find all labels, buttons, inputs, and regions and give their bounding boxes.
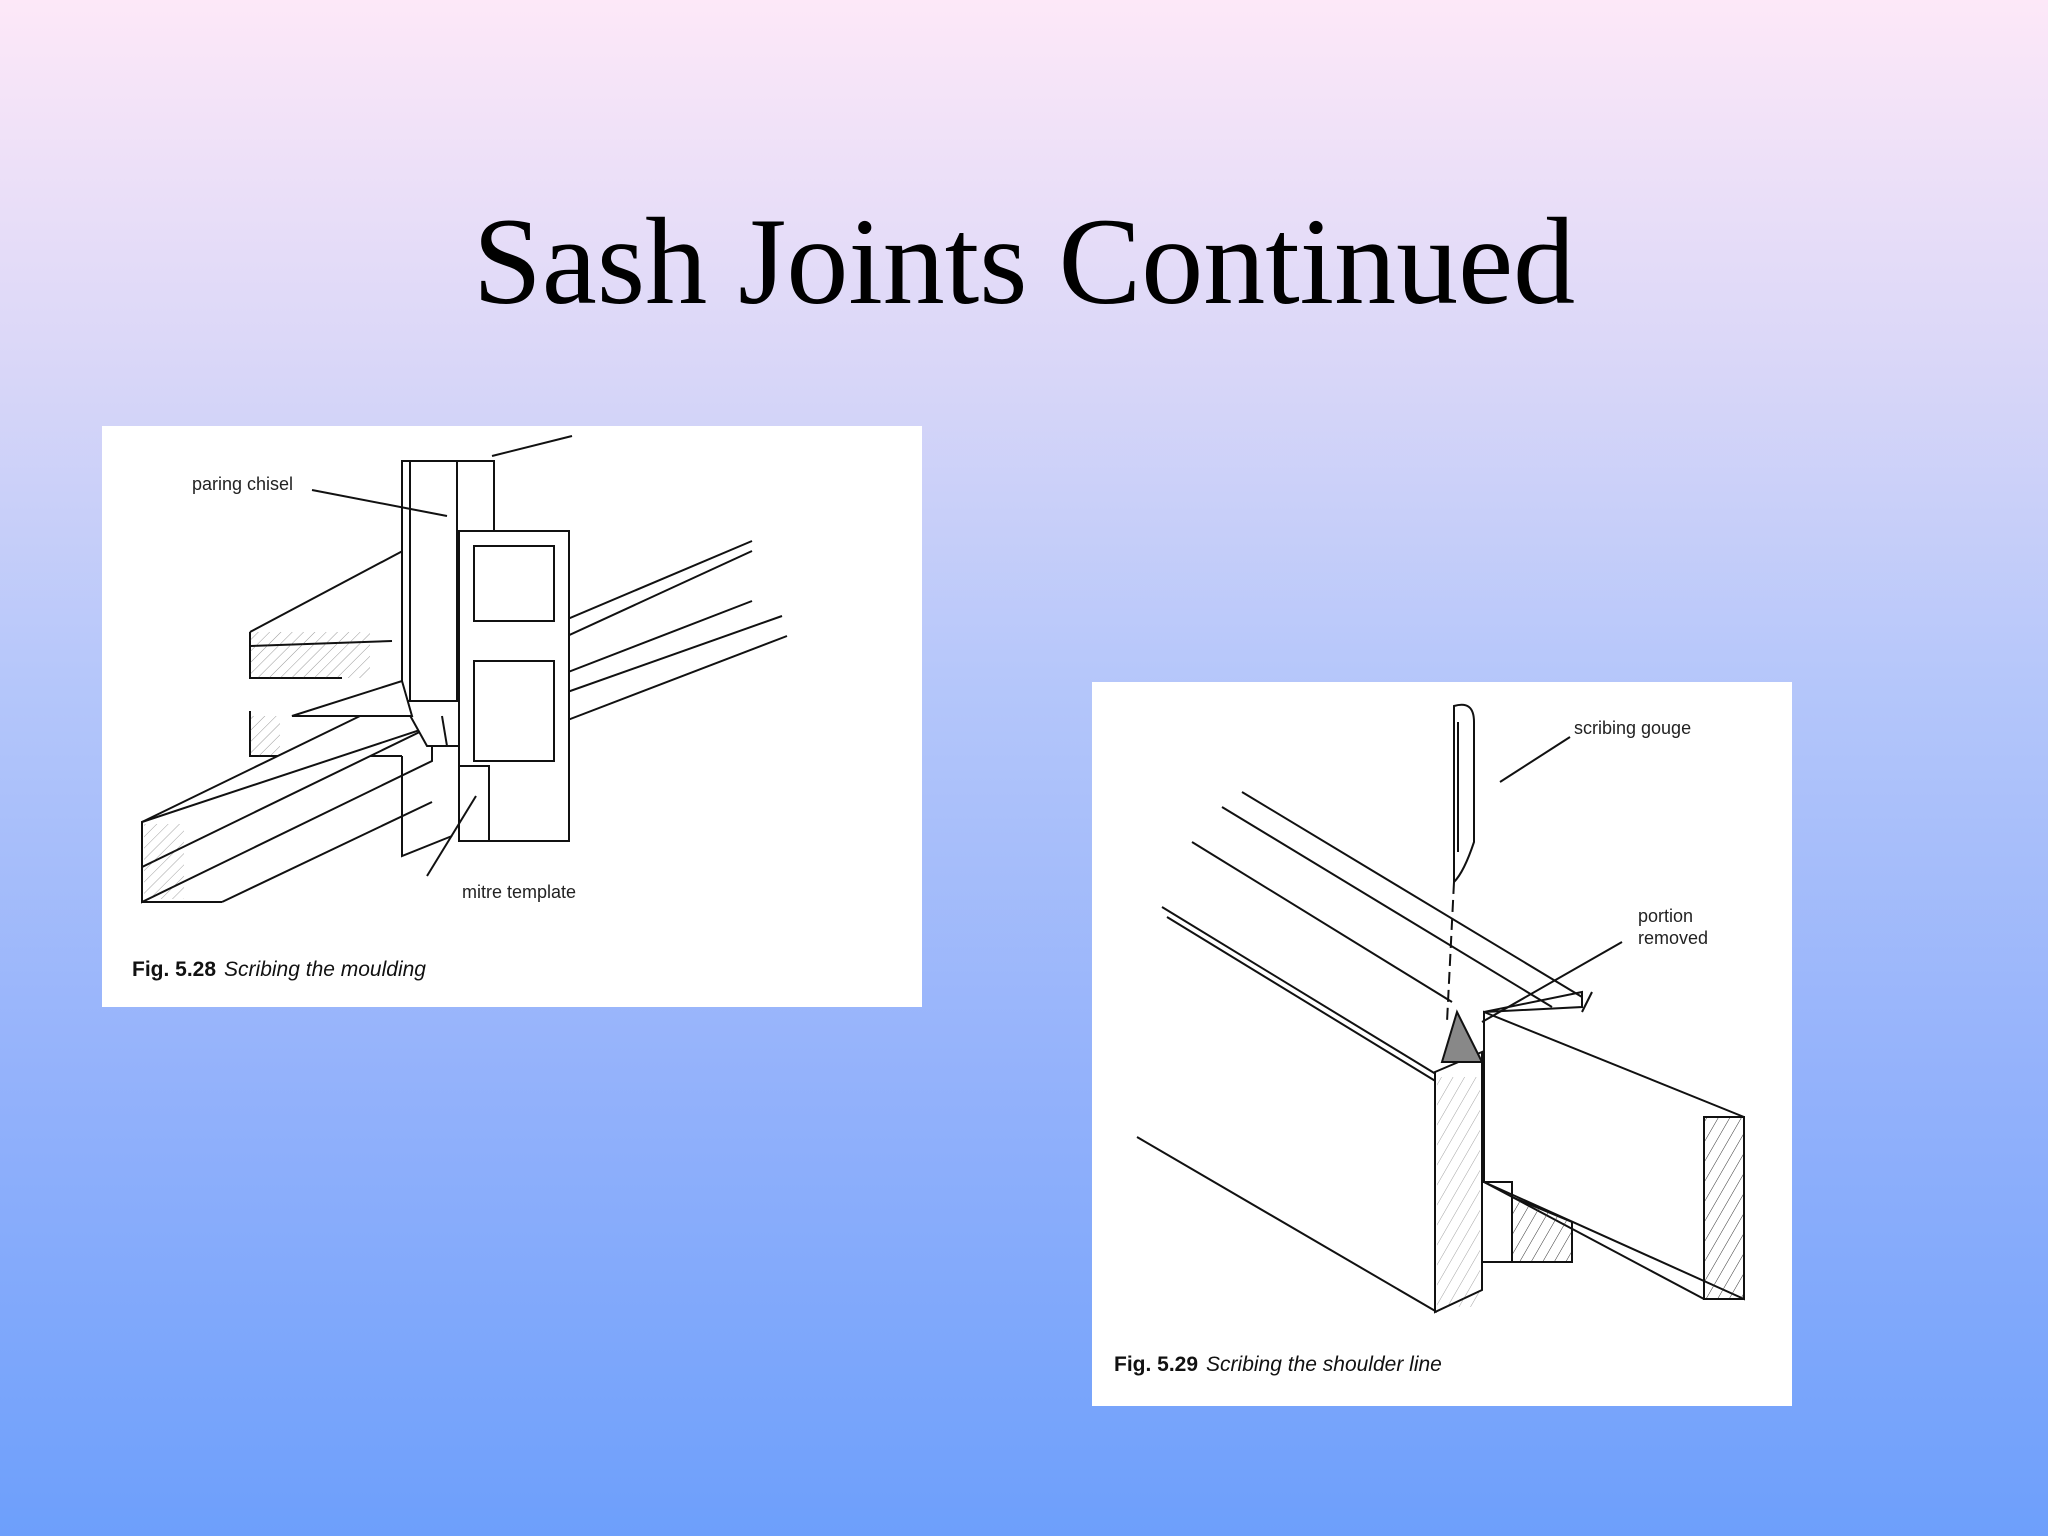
figure-caption-text: Scribing the moulding (224, 958, 426, 981)
figure-scribing-moulding: paring chisel mitre template Fig. 5.28 Sc… (102, 426, 922, 1007)
slide-title: Sash Joints Continued (472, 193, 1576, 330)
scribing-gouge-label: scribing gouge (1574, 718, 1692, 738)
scribing-moulding-drawing (141, 435, 788, 904)
figure-caption-number: Fig. 5.28 (132, 958, 217, 981)
figure-caption-text: Scribing the shoulder line (1206, 1353, 1442, 1376)
portion-removed-label-line2: removed (1638, 928, 1709, 948)
figure-caption: Fig. 5.28 Scribing the moulding (132, 958, 426, 982)
portion-removed-label-line1: portion (1638, 906, 1694, 926)
figure-scribing-shoulder: scribing gouge portion removed Fig. 5.29… (1092, 682, 1792, 1406)
scribing-shoulder-drawing (1136, 703, 1745, 1314)
paring-chisel-label: paring chisel (192, 474, 294, 494)
figure-caption: Fig. 5.29 Scribing the shoulder line (1114, 1353, 1442, 1377)
mitre-template-label: mitre template (462, 882, 577, 902)
figure-caption-number: Fig. 5.29 (1114, 1353, 1199, 1376)
